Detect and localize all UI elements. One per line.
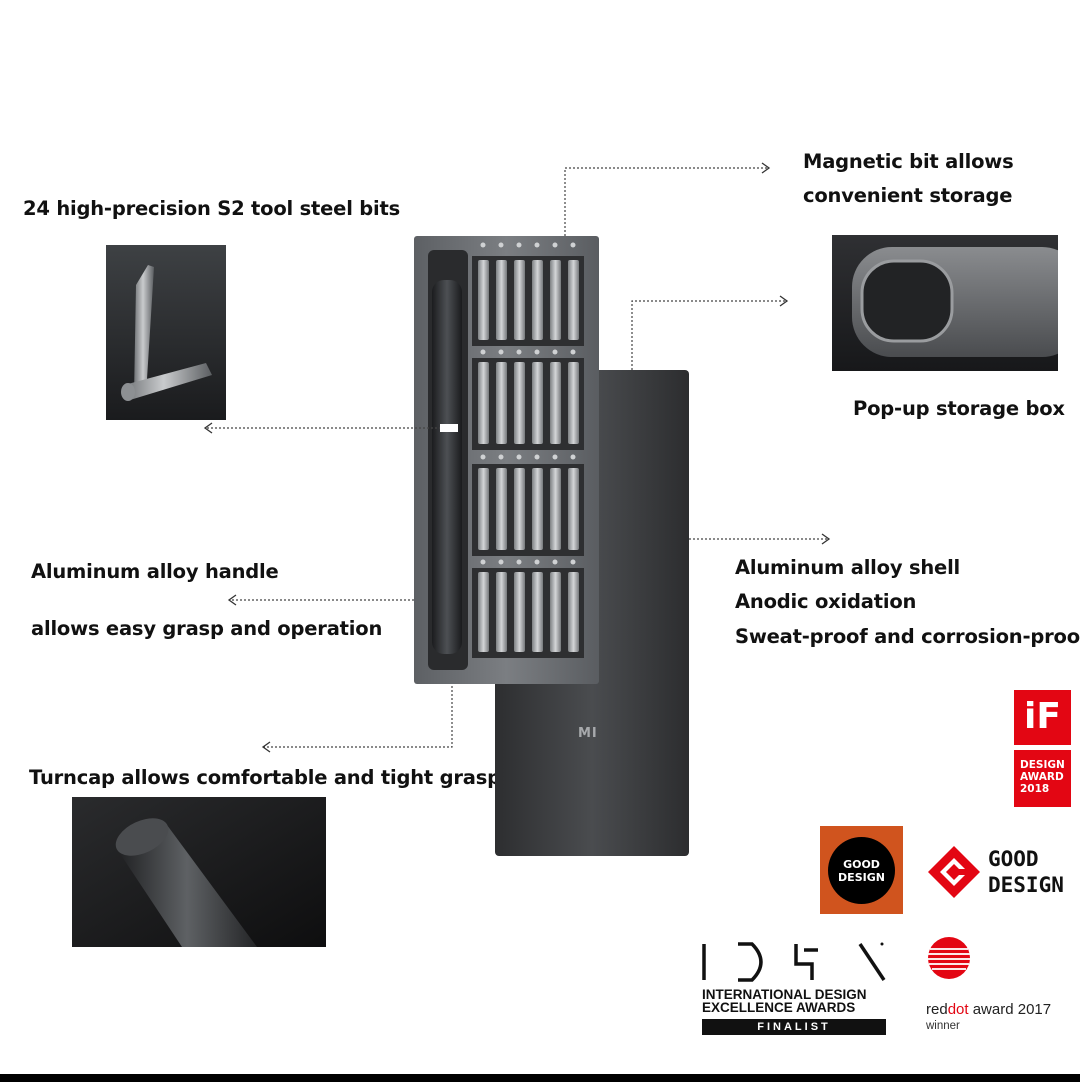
gd-text-line2: DESIGN <box>988 873 1064 897</box>
reddot-award-text: reddot award 2017 <box>926 1001 1051 1018</box>
idea-line2: EXCELLENCE AWARDS <box>702 1000 856 1015</box>
gd-circle-line1: GOOD <box>843 858 880 871</box>
turncap-photo <box>72 797 326 947</box>
reddot-rest: award 2017 <box>968 1001 1052 1018</box>
reddot-logo-mark <box>924 936 974 980</box>
if-caption-line1: DESIGN <box>1020 759 1065 771</box>
reddot-suffix: dot <box>947 1001 969 1018</box>
gd-text-line1: GOOD <box>988 847 1039 871</box>
handle-label-line1: Aluminum alloy handle <box>31 560 279 583</box>
storage-box-photo <box>832 235 1058 371</box>
idea-finalist-badge: FINALIST <box>702 1019 886 1035</box>
leader-popup <box>631 300 786 370</box>
reddot-prefix: red <box>926 1001 948 1018</box>
shell-label-line1: Aluminum alloy shell <box>735 556 961 579</box>
handle-label-line2: allows easy grasp and operation <box>31 617 383 640</box>
case-mi-logo: MI <box>578 726 598 741</box>
leader-magnetic <box>564 167 768 236</box>
if-caption-line3: 2018 <box>1020 783 1050 795</box>
if-award-logo: iF <box>1014 690 1071 745</box>
reddot-winner: winner <box>926 1020 960 1032</box>
idea-mark <box>702 942 886 982</box>
leader-turncap <box>264 686 453 748</box>
gd-circle-line2: DESIGN <box>838 871 885 884</box>
if-logo-text: iF <box>1024 696 1061 737</box>
good-design-wordmark: GOOD DESIGN <box>988 846 1064 898</box>
idea-line1: INTERNATIONAL DESIGN <box>702 987 867 1002</box>
magnetic-label-line1: Magnetic bit allows <box>803 150 1014 173</box>
if-award-caption: DESIGN AWARD 2018 <box>1014 750 1071 807</box>
bits-photo <box>106 245 226 420</box>
shell-label-line2: Anodic oxidation <box>735 590 917 613</box>
magnetic-label-line2: convenient storage <box>803 184 1013 207</box>
idea-award-logo: INTERNATIONAL DESIGN EXCELLENCE AWARDS F… <box>700 940 890 1036</box>
shell-label-line3: Sweat-proof and corrosion-proof <box>735 625 1080 648</box>
good-design-square-logo: GOOD DESIGN <box>820 826 903 914</box>
good-design-g-mark <box>926 844 982 900</box>
screwdriver-kit-illustration <box>414 236 689 856</box>
bits-label: 24 high-precision S2 tool steel bits <box>23 197 401 220</box>
good-design-circle: GOOD DESIGN <box>828 837 895 904</box>
popup-label: Pop-up storage box <box>853 397 1065 420</box>
turncap-label: Turncap allows comfortable and tight gra… <box>29 766 501 789</box>
if-caption-line2: AWARD <box>1020 771 1064 783</box>
bottom-bar <box>0 1074 1080 1082</box>
